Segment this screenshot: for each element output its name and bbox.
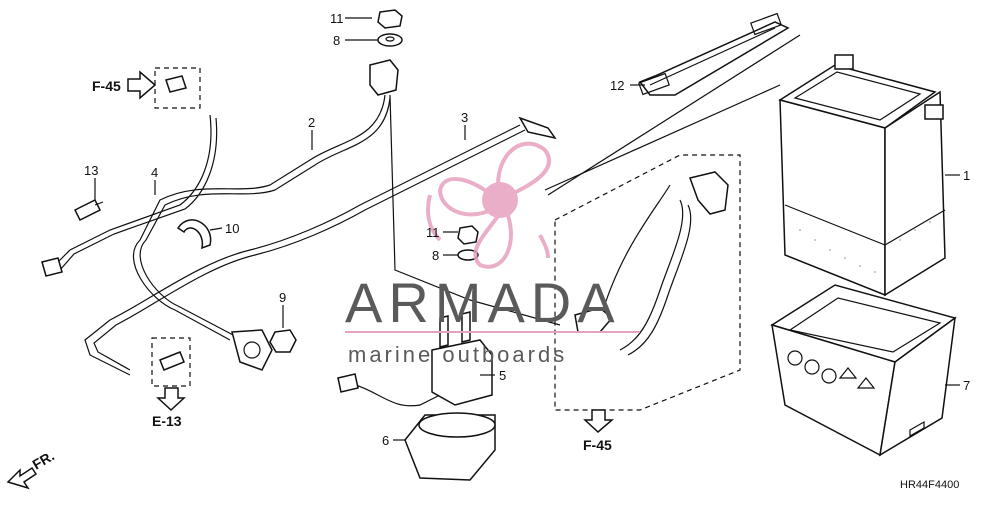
watermark-logo (426, 141, 551, 269)
e13-box (151, 337, 191, 387)
relay-cover (404, 412, 496, 481)
starter-relay (337, 311, 493, 406)
ref-f45-top: F-45 (92, 78, 121, 94)
ref-front: FR. (30, 447, 58, 472)
bolt-13 (73, 198, 104, 222)
battery-box (770, 284, 957, 457)
cable-2 (133, 94, 391, 341)
bolt-e13 (159, 351, 185, 371)
cable-4 (41, 114, 218, 277)
f45-top-arrow (127, 70, 157, 100)
harness-f45 (599, 184, 692, 356)
callout-11-top: 11 (330, 11, 344, 26)
callout-12: 12 (610, 78, 624, 93)
callout-10: 10 (225, 221, 239, 236)
connector-left (231, 329, 273, 371)
callout-8-mid: 8 (432, 248, 439, 263)
washer-8-top (377, 33, 403, 47)
ref-f45-bottom: F-45 (583, 437, 612, 453)
callout-11-mid: 11 (426, 225, 440, 240)
diagram-code: HR44F4400 (900, 479, 959, 491)
terminal-cover-5 (574, 307, 614, 333)
callout-3: 3 (461, 110, 468, 125)
nut-9 (269, 329, 297, 353)
cable-3 (84, 116, 557, 376)
front-arrow (6, 466, 38, 490)
bolt-f45 (165, 75, 187, 93)
hex-nut-11-mid (457, 225, 479, 245)
f45-bottom-box (554, 154, 741, 411)
watermark-tagline: marine outboards (348, 342, 567, 367)
leader-lines (94, 17, 960, 441)
clamp-10 (176, 219, 212, 250)
f45-bottom-arrow (583, 409, 615, 434)
terminal-cap-right (689, 171, 729, 215)
battery (778, 54, 946, 297)
callout-5: 5 (499, 368, 506, 383)
battery-band (638, 12, 790, 96)
ref-e13: E-13 (152, 413, 182, 429)
callout-6: 6 (382, 433, 389, 448)
f45-top-box (154, 67, 201, 109)
battery-shading (799, 221, 931, 273)
callout-7: 7 (963, 378, 970, 393)
callout-9: 9 (279, 290, 286, 305)
e13-arrow (156, 387, 186, 412)
callout-1: 1 (963, 168, 970, 183)
terminal-cap (369, 59, 399, 96)
watermark-brand: ARMADA (345, 271, 621, 334)
callout-13: 13 (84, 163, 98, 178)
callout-2: 2 (308, 115, 315, 130)
hex-nut-11-top (377, 9, 403, 29)
callout-4: 4 (151, 165, 158, 180)
callout-8-top: 8 (333, 33, 340, 48)
propeller-icon (437, 141, 551, 269)
